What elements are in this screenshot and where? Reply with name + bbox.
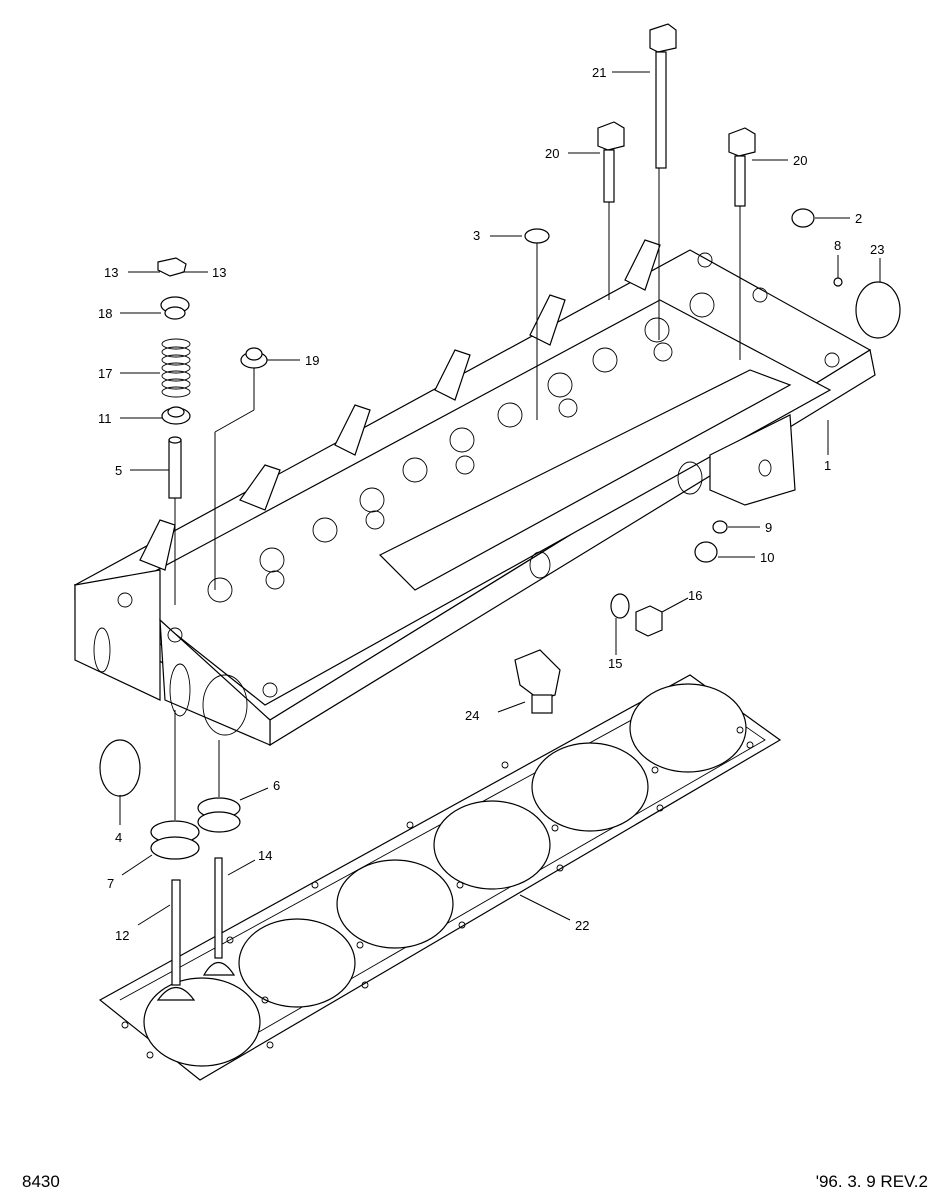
plug-10 [694, 541, 718, 563]
callout-22: 22 [575, 918, 589, 933]
plug-2 [791, 208, 815, 228]
cylinder-head [73, 239, 876, 747]
valve-seat-6 [197, 797, 241, 833]
callout-10: 10 [760, 550, 774, 565]
drain-plug-16 [635, 605, 663, 637]
valve-seat-7 [150, 820, 200, 860]
callout-20-right: 20 [793, 153, 807, 168]
spring-seat-11 [161, 406, 191, 425]
callout-1: 1 [824, 458, 831, 473]
cap-23 [855, 281, 901, 339]
callout-17: 17 [98, 366, 112, 381]
plug-9 [712, 520, 728, 534]
revision-date: '96. 3. 9 REV.2 [815, 1172, 928, 1191]
callout-21: 21 [592, 65, 606, 80]
valve-stem-seal-19 [240, 347, 268, 369]
valve-spring-17 [161, 338, 191, 398]
valve-cotter-13 [157, 257, 187, 277]
seal-ring-4 [99, 739, 141, 797]
callout-8: 8 [834, 238, 841, 253]
callout-9: 9 [765, 520, 772, 535]
callout-13-right: 13 [212, 265, 226, 280]
callout-7: 7 [107, 876, 114, 891]
callout-15: 15 [608, 656, 622, 671]
callout-23: 23 [870, 242, 884, 257]
callout-2: 2 [855, 211, 862, 226]
callout-6: 6 [273, 778, 280, 793]
callout-19: 19 [305, 353, 319, 368]
figure-number: 8430 [22, 1172, 60, 1191]
callout-13-left: 13 [104, 265, 118, 280]
plug-8 [833, 277, 843, 287]
callout-11: 11 [98, 411, 112, 426]
elbow-fitting-24 [514, 649, 561, 714]
callout-20-left: 20 [545, 146, 559, 161]
head-gasket [98, 674, 782, 1081]
callout-24: 24 [465, 708, 479, 723]
spring-retainer-18 [160, 296, 190, 320]
valve-guide-5 [168, 436, 182, 499]
callout-labels: 21 20 20 3 2 8 23 1 9 10 16 15 24 13 13 … [98, 65, 884, 943]
callout-16: 16 [688, 588, 702, 603]
exhaust-valve-14 [202, 857, 236, 976]
intake-valve-12 [156, 879, 196, 1001]
o-ring-15 [610, 593, 630, 619]
callout-3: 3 [473, 228, 480, 243]
callout-4: 4 [115, 830, 122, 845]
callout-14: 14 [258, 848, 272, 863]
callout-5: 5 [115, 463, 122, 478]
head-bolt-long [649, 23, 677, 169]
head-bolt-short-right [728, 127, 756, 207]
callout-12: 12 [115, 928, 129, 943]
leader-lines [119, 71, 881, 926]
head-bolt-short-left [597, 121, 625, 203]
callout-18: 18 [98, 306, 112, 321]
seal-ring-3 [524, 228, 550, 244]
